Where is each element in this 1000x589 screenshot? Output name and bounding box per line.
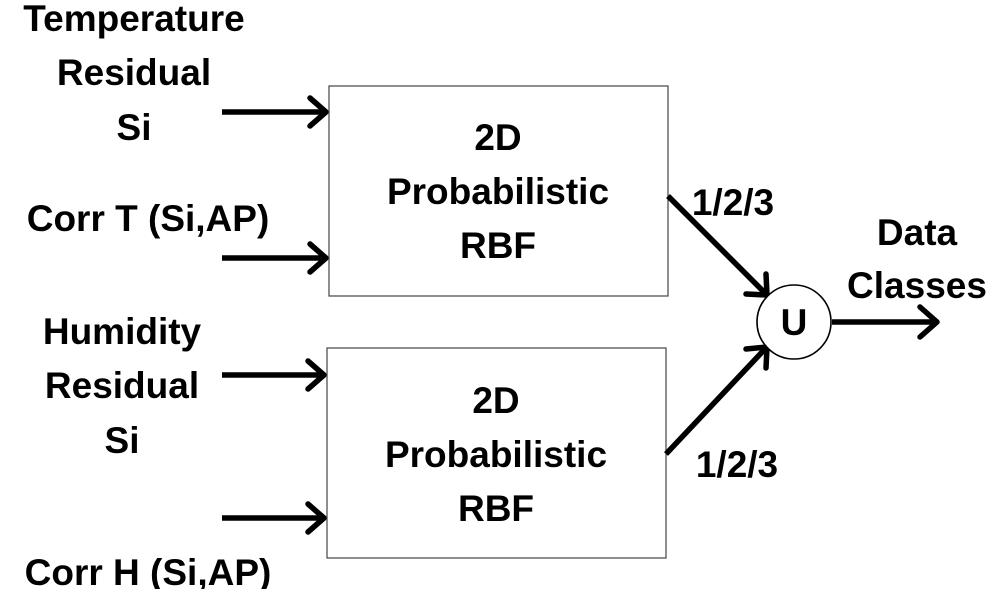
label-residual-bottom: Residual bbox=[45, 365, 199, 406]
rbf-block-top: 2D Probabilistic RBF bbox=[328, 85, 669, 297]
label-classes: Classes bbox=[847, 265, 987, 306]
label-temperature: Temperature bbox=[23, 0, 244, 39]
label-data: Data bbox=[877, 212, 958, 253]
arrow-union-out bbox=[832, 304, 940, 340]
label-humidity: Humidity bbox=[43, 311, 202, 352]
label-residual-top: Residual bbox=[57, 52, 211, 93]
label-output-top: 1/2/3 bbox=[692, 182, 774, 223]
label-corr-h: Corr H (Si,AP) bbox=[25, 552, 272, 589]
union-node: U bbox=[756, 284, 832, 360]
rbf-block-bottom: 2D Probabilistic RBF bbox=[326, 347, 667, 559]
arrow-corr-t-in bbox=[222, 241, 329, 275]
arrow-humidity-in bbox=[222, 358, 327, 392]
arrow-bottom-to-union bbox=[663, 344, 770, 456]
block-top-line-2: Probabilistic bbox=[387, 171, 609, 212]
union-symbol: U bbox=[781, 302, 808, 343]
block-bottom-line-1: 2D bbox=[472, 380, 519, 421]
label-output-bottom: 1/2/3 bbox=[696, 444, 778, 485]
label-corr-t: Corr T (Si,AP) bbox=[27, 198, 270, 239]
label-si-top: Si bbox=[117, 107, 152, 148]
block-bottom-line-3: RBF bbox=[458, 488, 534, 529]
block-top-line-3: RBF bbox=[460, 225, 536, 266]
arrow-temperature-in bbox=[222, 95, 329, 129]
label-si-bottom: Si bbox=[105, 420, 140, 461]
arrow-top-to-union bbox=[666, 194, 770, 298]
arrow-corr-h-in bbox=[222, 501, 327, 535]
block-top-line-1: 2D bbox=[474, 117, 521, 158]
block-bottom-line-2: Probabilistic bbox=[385, 434, 607, 475]
